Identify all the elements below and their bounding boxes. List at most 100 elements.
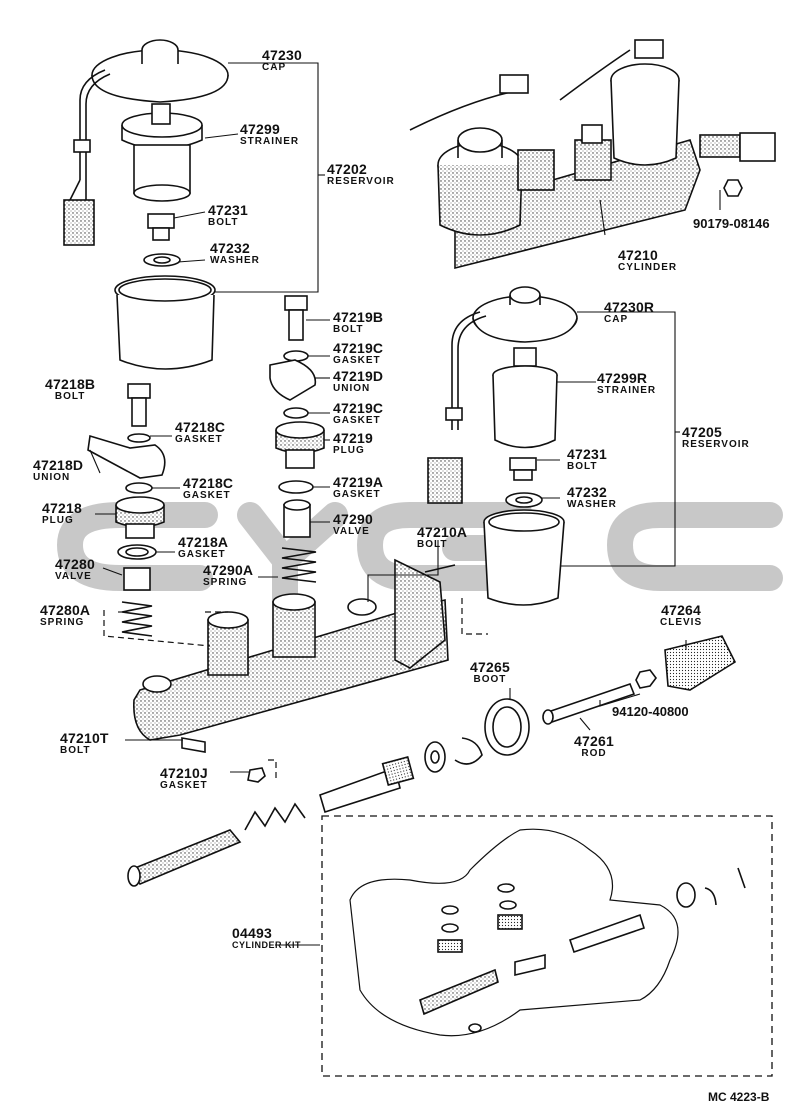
part-number: 47264 bbox=[661, 602, 702, 618]
label-47232-washer: 47232 WASHER bbox=[210, 241, 260, 266]
part-number: 47210A bbox=[417, 524, 468, 540]
label-90179-08146: 90179-08146 bbox=[693, 216, 770, 231]
part-name: GASKET bbox=[333, 489, 381, 500]
diagram-code: MC 4223-B bbox=[708, 1090, 770, 1104]
part-name: BOLT bbox=[208, 217, 239, 228]
part-number: 47219 bbox=[333, 430, 373, 446]
part-number: 47261 bbox=[574, 733, 614, 749]
label-47218D-union: 47218D UNION bbox=[33, 458, 83, 483]
label-47299R-strainer: 47299R STRAINER bbox=[597, 371, 656, 396]
part-number: 47299 bbox=[240, 121, 280, 137]
part-number: 47280A bbox=[40, 602, 91, 618]
part-name: WASHER bbox=[210, 255, 260, 266]
part-number: 47219D bbox=[333, 368, 384, 384]
part-number: 47280 bbox=[55, 556, 95, 572]
label-47232-washer-right: 47232 WASHER bbox=[567, 485, 617, 510]
part-number: 47218C bbox=[183, 475, 234, 491]
part-name: CAP bbox=[604, 314, 629, 325]
label-94120-40800: 94120-40800 bbox=[612, 704, 689, 719]
part-name: BOLT bbox=[567, 461, 598, 472]
part-number: 47230 bbox=[262, 47, 302, 63]
part-name: BOLT bbox=[60, 745, 91, 756]
label-04493-cylinder-kit: 04493 CYLINDER KIT bbox=[232, 926, 301, 950]
part-name: PLUG bbox=[42, 515, 74, 526]
part-name: GASKET bbox=[178, 549, 226, 560]
part-name: BOLT bbox=[54, 391, 86, 402]
part-name: GASKET bbox=[333, 355, 381, 366]
label-47231-bolt: 47231 BOLT bbox=[208, 203, 248, 228]
part-name: STRAINER bbox=[240, 136, 300, 147]
part-name: SPRING bbox=[203, 577, 248, 588]
label-47210-cylinder: 47210 CYLINDER bbox=[618, 248, 677, 273]
label-47219C-gasket-1: 47219C GASKET bbox=[333, 341, 383, 366]
part-name: RESERVOIR bbox=[682, 439, 750, 450]
part-number: 04493 bbox=[232, 925, 272, 941]
part-number: 47218B bbox=[45, 376, 96, 392]
part-number: 47218C bbox=[175, 419, 226, 435]
part-number: 47299R bbox=[597, 370, 648, 386]
label-47261-rod: 47261 ROD bbox=[574, 734, 614, 759]
label-47210A-bolt: 47210A BOLT bbox=[417, 525, 467, 550]
master-cylinder-body bbox=[133, 558, 456, 741]
part-name: WASHER bbox=[567, 499, 617, 510]
part-name: SPRING bbox=[40, 617, 85, 628]
label-47280-valve: 47280 VALVE bbox=[55, 557, 95, 582]
leader-lines bbox=[89, 62, 721, 946]
part-number: 47219C bbox=[333, 340, 384, 356]
part-number: 47230R bbox=[604, 299, 655, 315]
label-47218C-gasket-1: 47218C GASKET bbox=[175, 420, 225, 445]
label-47218-plug: 47218 PLUG bbox=[42, 501, 82, 526]
label-47205-reservoir: 47205 RESERVOIR bbox=[682, 425, 750, 450]
part-name: BOOT bbox=[473, 674, 507, 685]
part-number: 47290A bbox=[203, 562, 254, 578]
label-47290A-spring: 47290A SPRING bbox=[203, 563, 253, 588]
push-rod-illustration bbox=[424, 635, 737, 773]
part-name: VALVE bbox=[55, 571, 92, 582]
part-name: GASKET bbox=[160, 780, 208, 791]
label-47230-cap: 47230 CAP bbox=[262, 48, 302, 73]
label-47218A-gasket: 47218A GASKET bbox=[178, 535, 228, 560]
part-number: 47219A bbox=[333, 474, 384, 490]
cylinder-47210-illustration bbox=[409, 39, 776, 270]
label-47210T-bolt: 47210T BOLT bbox=[60, 731, 109, 756]
part-number: 47218D bbox=[33, 457, 84, 473]
part-name: BOLT bbox=[417, 539, 448, 550]
part-number: 47202 bbox=[327, 161, 367, 177]
part-name: ROD bbox=[581, 748, 607, 759]
reservoir-47205-illustration bbox=[427, 286, 578, 606]
union-stack-47219-illustration bbox=[269, 295, 325, 583]
part-number: 47210J bbox=[160, 765, 208, 781]
cylinder-kit-box bbox=[321, 815, 773, 1077]
part-name: UNION bbox=[33, 472, 71, 483]
label-47218B-bolt: 47218B BOLT bbox=[45, 377, 95, 402]
label-47210J-gasket: 47210J GASKET bbox=[160, 766, 208, 791]
part-number: 47231 bbox=[567, 446, 607, 462]
piston-assembly-illustration bbox=[127, 737, 415, 887]
part-number: 47210 bbox=[618, 247, 658, 263]
part-number: 47218A bbox=[178, 534, 229, 550]
part-number: 47218 bbox=[42, 500, 82, 516]
label-47299-strainer: 47299 STRAINER bbox=[240, 122, 299, 147]
part-name: GASKET bbox=[175, 434, 223, 445]
label-47264-clevis: 47264 CLEVIS bbox=[660, 603, 702, 628]
label-47231-bolt-right: 47231 BOLT bbox=[567, 447, 607, 472]
part-number: 47219B bbox=[333, 309, 384, 325]
part-name: CAP bbox=[262, 62, 287, 73]
part-name: STRAINER bbox=[597, 385, 657, 396]
label-47219D-union: 47219D UNION bbox=[333, 369, 383, 394]
label-47219B-bolt: 47219B BOLT bbox=[333, 310, 383, 335]
part-number: 47232 bbox=[567, 484, 607, 500]
part-name: GASKET bbox=[333, 415, 381, 426]
part-number: 47210T bbox=[60, 730, 109, 746]
label-47230R-cap: 47230R CAP bbox=[604, 300, 654, 325]
part-name: VALVE bbox=[333, 526, 370, 537]
part-name: CYLINDER bbox=[618, 262, 678, 273]
part-name: UNION bbox=[333, 383, 371, 394]
label-47218C-gasket-2: 47218C GASKET bbox=[183, 476, 233, 501]
part-name: GASKET bbox=[183, 490, 231, 501]
part-number: 47219C bbox=[333, 400, 384, 416]
label-47290-valve: 47290 VALVE bbox=[333, 512, 373, 537]
label-47219-plug: 47219 PLUG bbox=[333, 431, 373, 456]
union-stack-47218-illustration bbox=[87, 383, 166, 637]
